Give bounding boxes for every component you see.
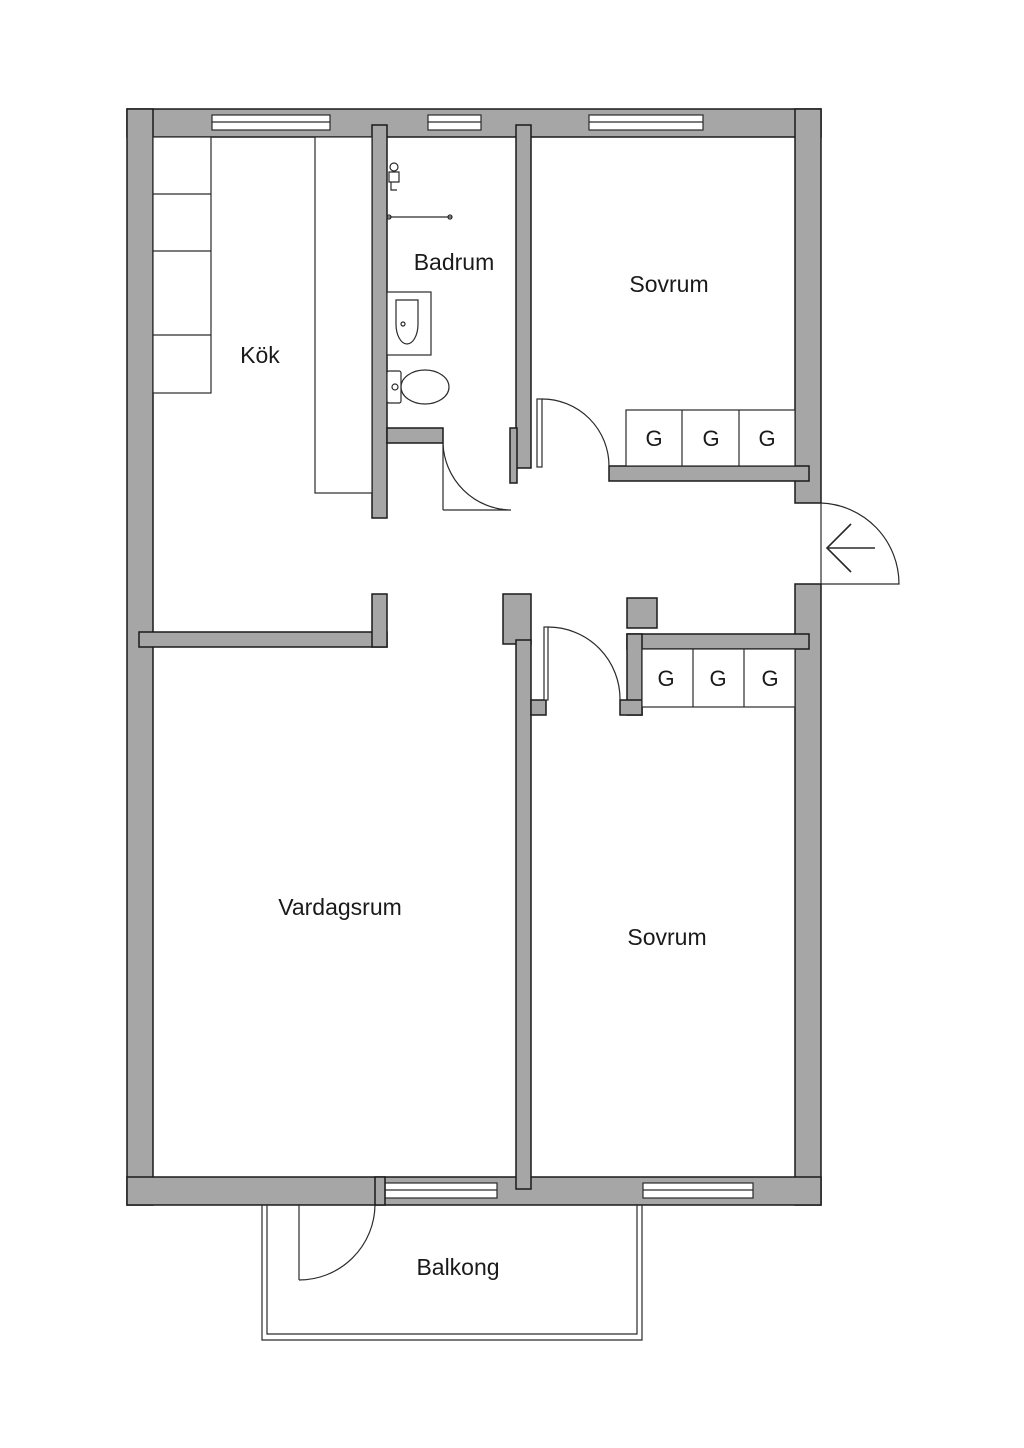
wardrobe-label: G [709, 666, 726, 691]
sink-icon [386, 291, 432, 356]
room-label-living-room: Vardagsrum [278, 894, 402, 920]
kitchen-counter [314, 136, 373, 494]
walls [126, 108, 822, 1206]
wardrobe-label: G [645, 426, 662, 451]
room-label-bathroom: Badrum [414, 249, 495, 275]
kitchen-cabinets [152, 136, 212, 394]
arrow-left-icon [825, 523, 875, 573]
room-label-balcony: Balkong [416, 1254, 499, 1280]
wardrobe-label: G [657, 666, 674, 691]
room-label-bedroom-top: Sovrum [629, 271, 708, 297]
room-label-kitchen: Kök [240, 342, 280, 368]
doors [298, 398, 900, 1281]
toilet-icon [386, 369, 450, 405]
wardrobe-label: G [761, 666, 778, 691]
wardrobe-top: G G G [625, 409, 796, 467]
wardrobe-label: G [758, 426, 775, 451]
balcony-outline [261, 1205, 643, 1341]
wardrobe-bottom: G G G [641, 648, 796, 708]
wardrobe-label: G [702, 426, 719, 451]
windows [211, 114, 754, 1199]
shower-icon [386, 162, 453, 220]
room-label-bedroom-bottom: Sovrum [627, 924, 706, 950]
